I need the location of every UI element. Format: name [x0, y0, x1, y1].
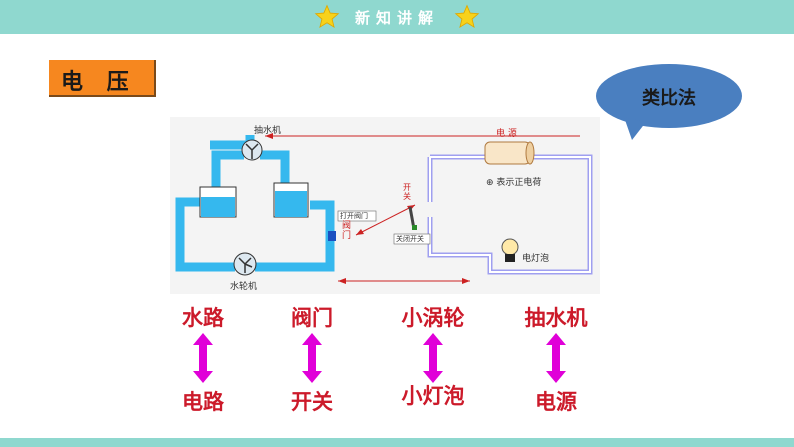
power-label: 电 源	[496, 129, 517, 139]
star-icon	[454, 4, 480, 28]
circuit-term: 小灯泡	[401, 384, 465, 408]
water-term: 抽水机	[524, 306, 588, 330]
double-arrow-icon	[302, 333, 322, 383]
analogy-pair: 抽水机 电源	[496, 300, 616, 420]
water-term: 阀门	[291, 306, 333, 330]
double-arrow-icon	[423, 333, 443, 383]
positive-charge-label: ⊕ 表示正电荷	[486, 178, 542, 188]
valve-open-label: 打开阀门	[340, 212, 368, 220]
section-tag: 电 压	[49, 60, 156, 97]
water-term: 水路	[182, 306, 224, 330]
header-title: 新知讲解	[354, 9, 439, 27]
circuit-term: 开关	[291, 390, 333, 414]
switch-label: 开关	[403, 183, 411, 201]
circuit-term: 电路	[182, 390, 224, 414]
analogy-diagram: 抽水机 水轮机 打开阀门 阀门 关闭开关 电 源 ⊕ 表示正电荷 开关 电灯泡	[170, 117, 600, 294]
pump-label: 抽水机	[254, 126, 282, 136]
double-arrow-icon	[193, 333, 213, 383]
footer-bar	[0, 438, 794, 447]
star-icon	[314, 4, 340, 28]
speech-bubble-icon	[596, 64, 742, 140]
analogy-pair: 小涡轮 小灯泡	[373, 300, 493, 420]
header-bar: 新知讲解	[0, 0, 794, 34]
valve-close-label: 关闭开关	[396, 235, 424, 243]
turbine-label: 水轮机	[230, 282, 258, 292]
circuit-term: 电源	[535, 390, 577, 414]
water-term: 小涡轮	[401, 306, 465, 330]
method-label: 类比法	[642, 88, 696, 109]
double-arrow-icon	[546, 333, 566, 383]
valve-label: 阀门	[342, 221, 352, 241]
analogy-pair: 阀门 开关	[252, 300, 372, 420]
section-title: 电 压	[61, 70, 137, 95]
analogy-pair: 水路 电路	[143, 300, 263, 420]
bulb-label: 电灯泡	[522, 254, 550, 264]
method-bubble: 类比法	[594, 62, 744, 142]
